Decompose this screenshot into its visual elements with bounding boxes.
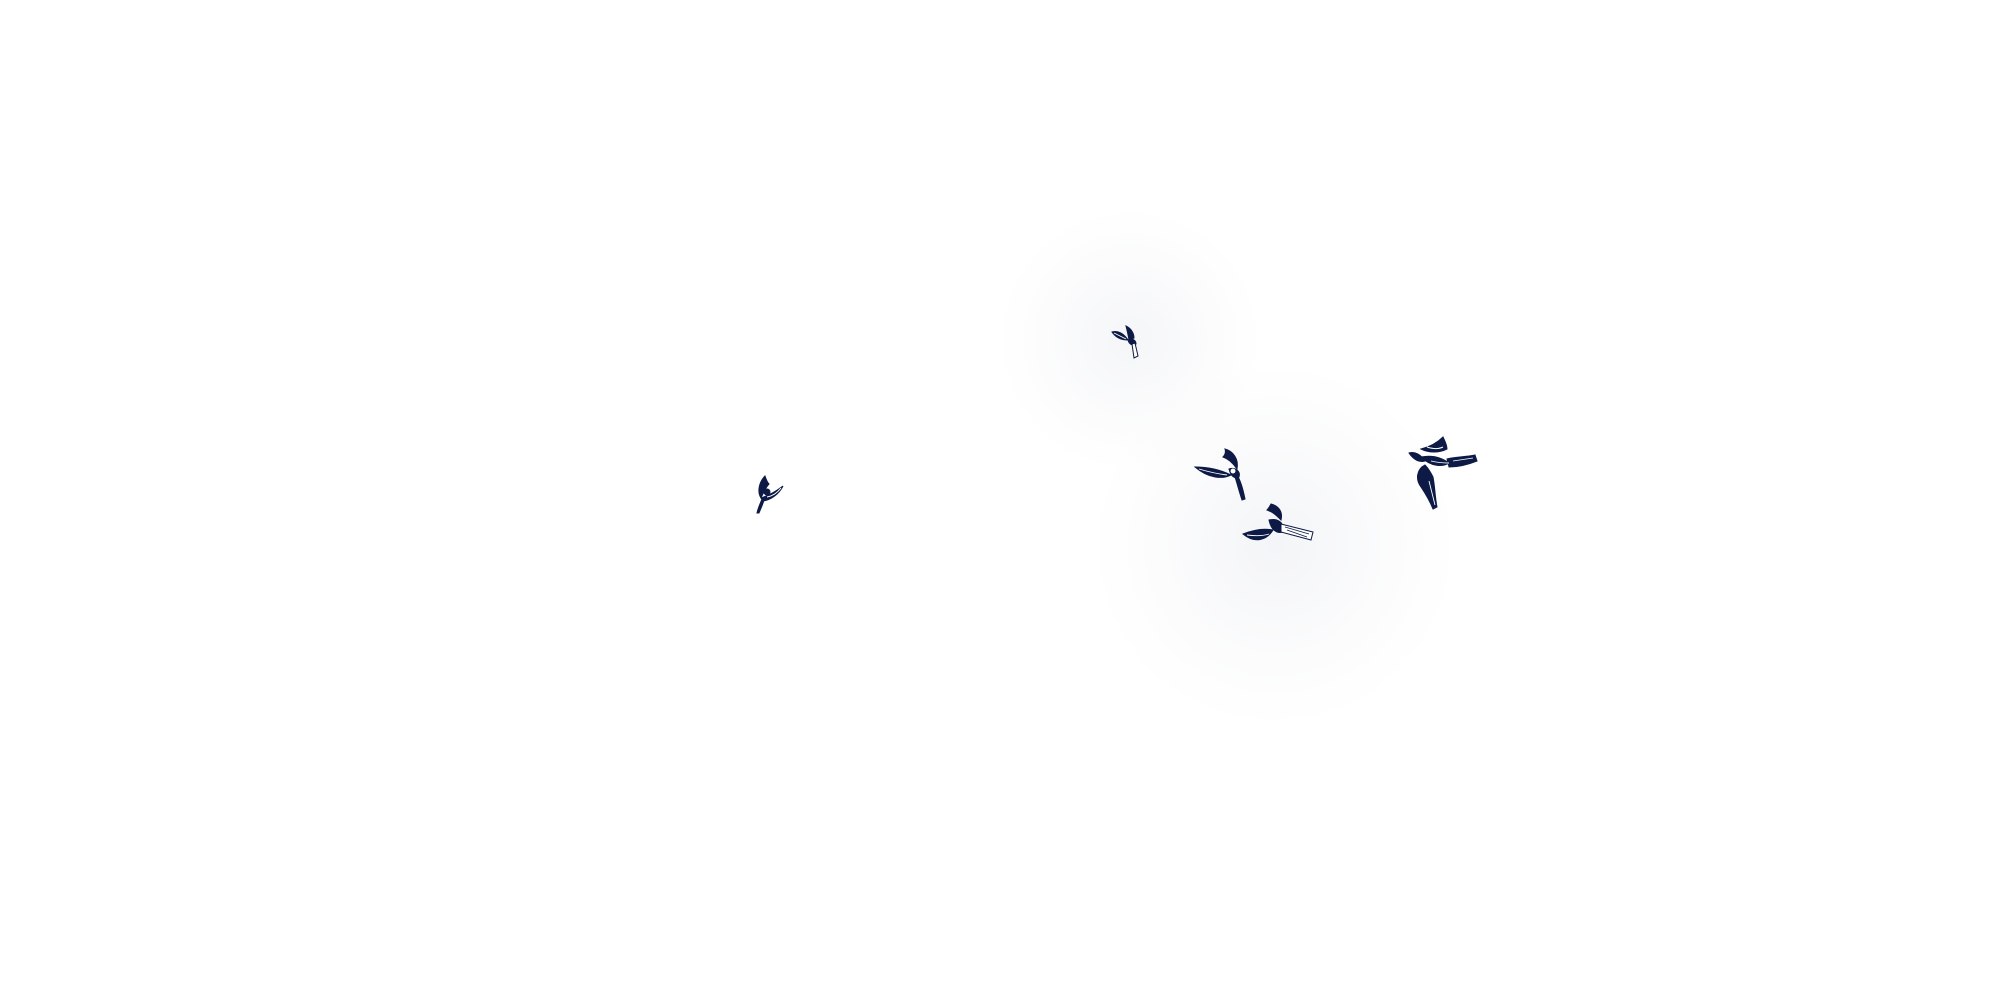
soft-glow-lower (1090, 370, 1460, 720)
bird-small-left (745, 470, 791, 516)
bird-icon (1111, 325, 1139, 359)
bird-lower-center (1241, 502, 1317, 554)
bird-right-large (1407, 435, 1483, 513)
bird-icon (756, 475, 784, 514)
bird-icon (1193, 448, 1246, 501)
bird-middle-swooping (1193, 445, 1263, 505)
bird-icon (1408, 436, 1478, 510)
bird-icon (1242, 503, 1314, 541)
bird-top-center (1108, 318, 1150, 360)
